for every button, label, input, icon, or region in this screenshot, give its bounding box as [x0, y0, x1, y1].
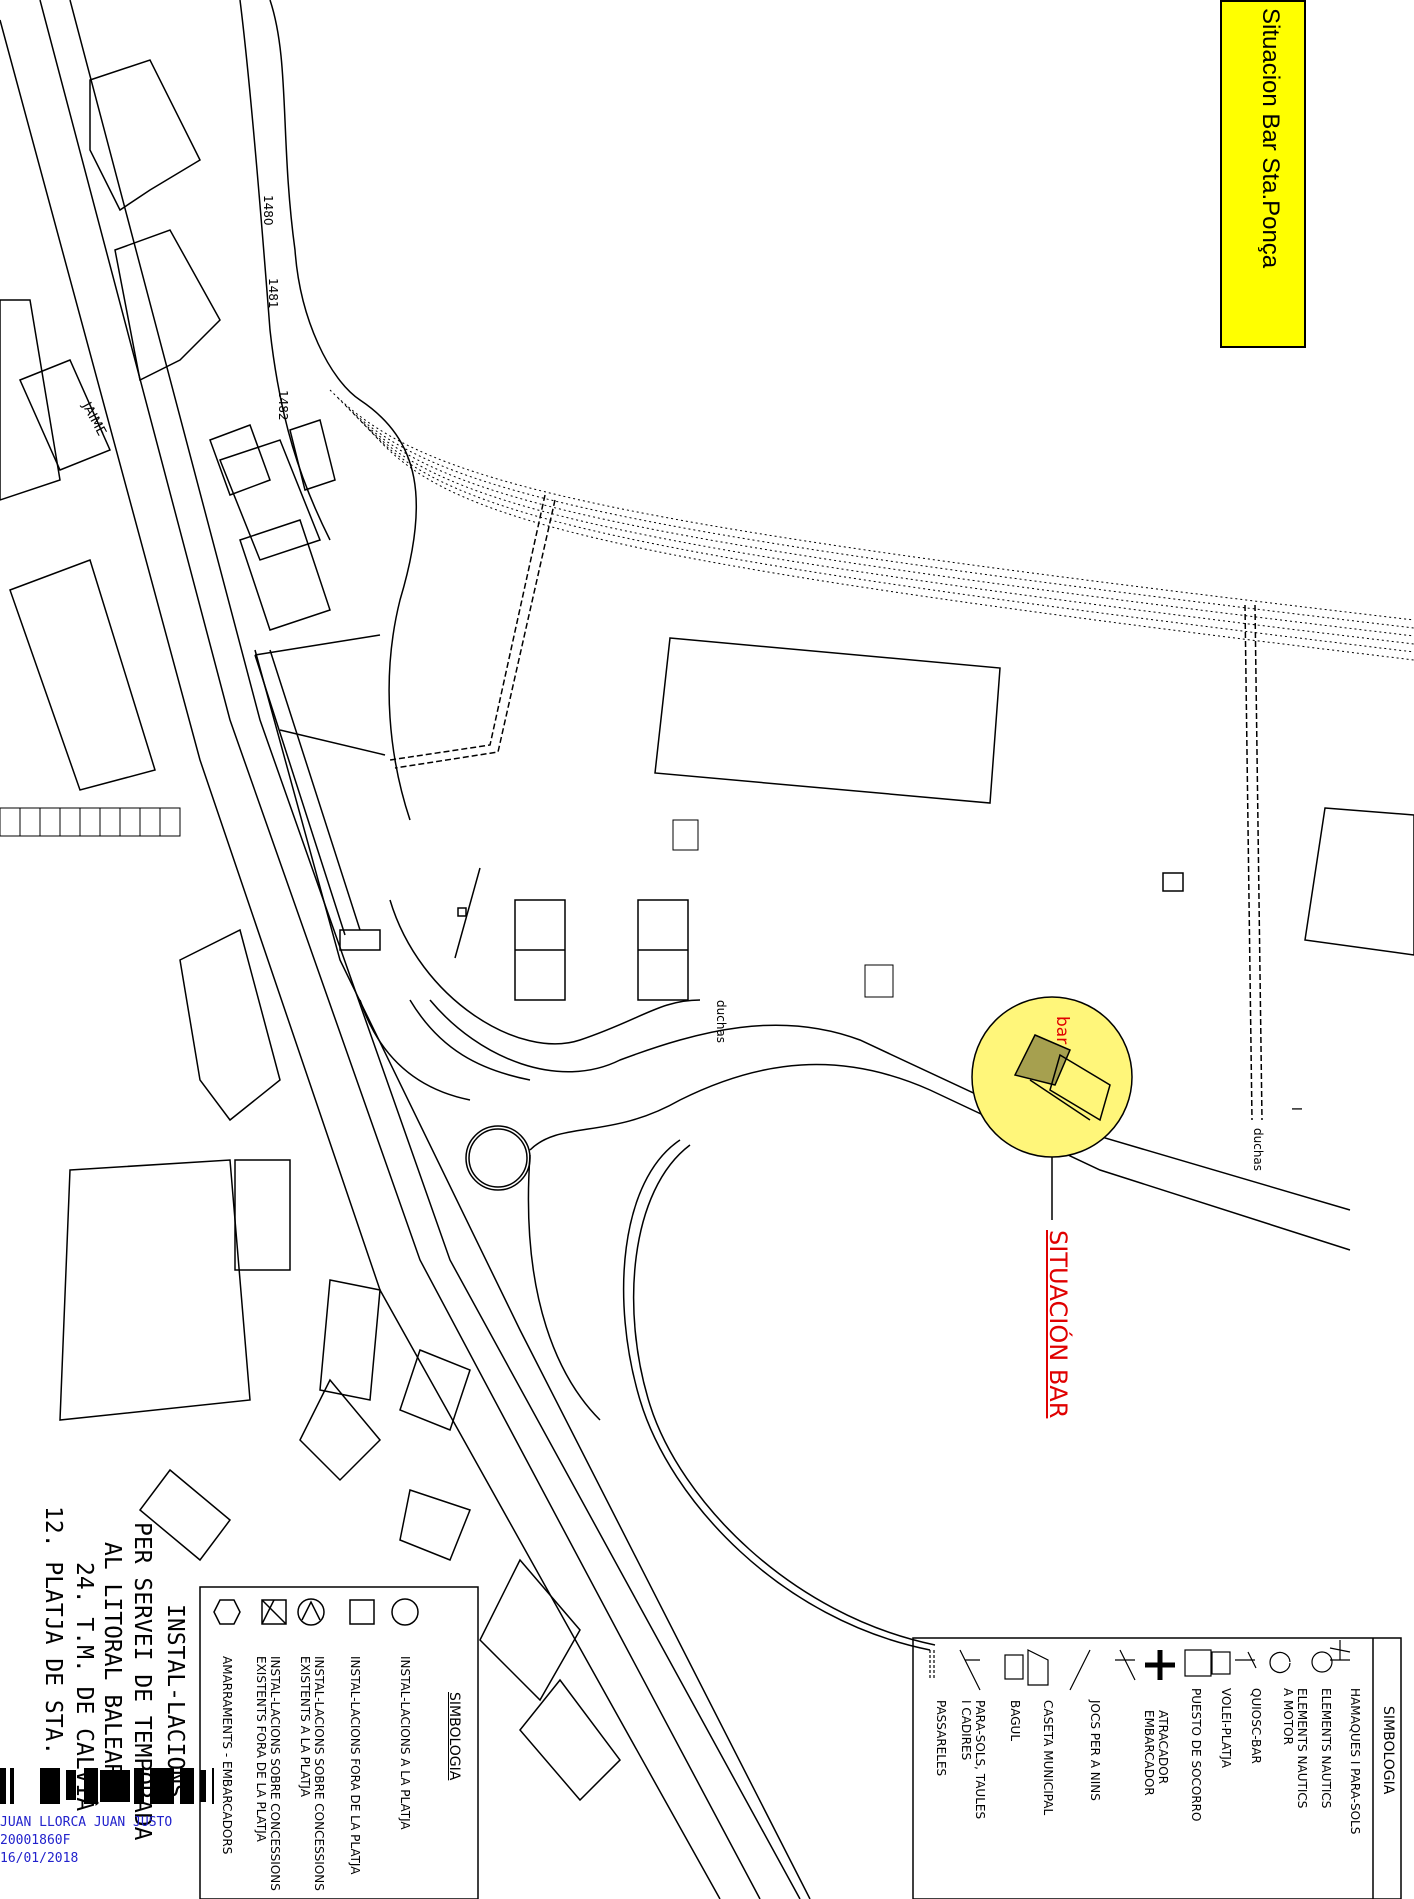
parcel-1481: 1481 [266, 278, 280, 309]
main-road [0, 0, 811, 1899]
legend-left-title: SIMBOLOGIA [446, 1692, 462, 1781]
legend-item: ELEMENTS NAUTICS [1295, 1688, 1309, 1809]
project-line: PER SERVEI DE TEMPORADA [129, 1522, 155, 1841]
signature-barcode [0, 1768, 214, 1804]
duchas-label: duchas [714, 1000, 728, 1044]
title-box: Situacion Bar Sta.Ponça [1220, 0, 1306, 348]
jocs-per-a-nins [454, 867, 481, 959]
project-line: 24. T.M. DE CALVIÀ [71, 1562, 97, 1812]
promenade [254, 634, 386, 951]
legend-item: PUESTO DE SOCORRO [1189, 1688, 1203, 1822]
legend-item: QUIOSC-BAR [1249, 1688, 1263, 1764]
signature-date: 16/01/2018 [0, 1851, 79, 1866]
zone-right [1304, 807, 1414, 956]
legend-item: ELEMENTS NAUTICS [1319, 1688, 1333, 1809]
parcel-1482: 1482 [276, 390, 290, 421]
bar-label: bar [1052, 1016, 1072, 1045]
legend-item: HAMAQUES I PARA-SOLS [1348, 1688, 1362, 1835]
legend-item: INSTAL-LACIONS FORA DE LA PLATJA [348, 1656, 362, 1875]
beach-paths [359, 899, 1351, 1651]
dashed-lines [389, 494, 1263, 1121]
legend-item: BAGUL [1008, 1700, 1022, 1741]
volley-courts [514, 899, 689, 1001]
page-title: Situacion Bar Sta.Ponça [1257, 8, 1284, 269]
signature-id: 20001860F [0, 1833, 71, 1848]
hamaques-zone [654, 637, 1001, 804]
legend-item: ATRACADOR [1156, 1710, 1170, 1785]
bar-building [1013, 1034, 1111, 1122]
buildings [0, 59, 621, 1802]
situacion-bar-label: SITUACIÓN BAR [1044, 1230, 1072, 1419]
legend-item: EXISTENTS A LA PLATJA [298, 1656, 312, 1797]
legend-item: INSTAL-LACIONS SOBRE CONCESSIONS [312, 1656, 326, 1891]
project-line: INSTAL-LACIONS [162, 1604, 188, 1798]
legend-item: CASETA MUNICIPAL [1041, 1700, 1055, 1816]
small-square [1162, 872, 1184, 892]
duchas-label-2: duchas [1251, 1128, 1265, 1172]
legend-item: PASSARELES [934, 1700, 948, 1777]
shoreline [269, 0, 418, 821]
legend-item: A MOTOR [1281, 1688, 1295, 1745]
stairs [0, 807, 181, 837]
legend-item: JOCS PER A NINS [1088, 1700, 1102, 1801]
beach-dotted-lines [329, 389, 1414, 661]
project-line: AL LITORAL BALEAR [99, 1542, 125, 1778]
legend-item: AMARRAMENTS - EMBARCADORS [220, 1656, 234, 1855]
legend-item: EMBARCADOR [1142, 1710, 1156, 1796]
parcel-1480: 1480 [261, 195, 275, 226]
legend-item: INSTAL-LACIONS SOBRE CONCESSIONS [268, 1656, 282, 1891]
legend-item: PARA-SOLS, TAULES [973, 1700, 987, 1820]
legend-right-symbols [929, 1640, 1351, 1691]
kiosks [672, 819, 894, 998]
legend-item: VOLEI-PLATJA [1219, 1688, 1233, 1768]
legend-item: EXISTENTS FORA DE LA PLATJA [254, 1656, 268, 1842]
legend-frames [199, 1586, 1402, 1899]
project-line: 12. PLATJA DE STA. [40, 1506, 66, 1756]
legend-left-symbols [213, 1598, 419, 1626]
legend-item: I CADIRES [959, 1700, 973, 1761]
legend-item: INSTAL-LACIONS A LA PLATJA [398, 1656, 412, 1830]
signature-name: JUAN LLORCA JUAN JUSTO [0, 1815, 173, 1830]
small-mark: I [1288, 1107, 1303, 1111]
legend-right-title: SIMBOLOGIA [1380, 1706, 1396, 1795]
round-kiosk [465, 1125, 531, 1191]
